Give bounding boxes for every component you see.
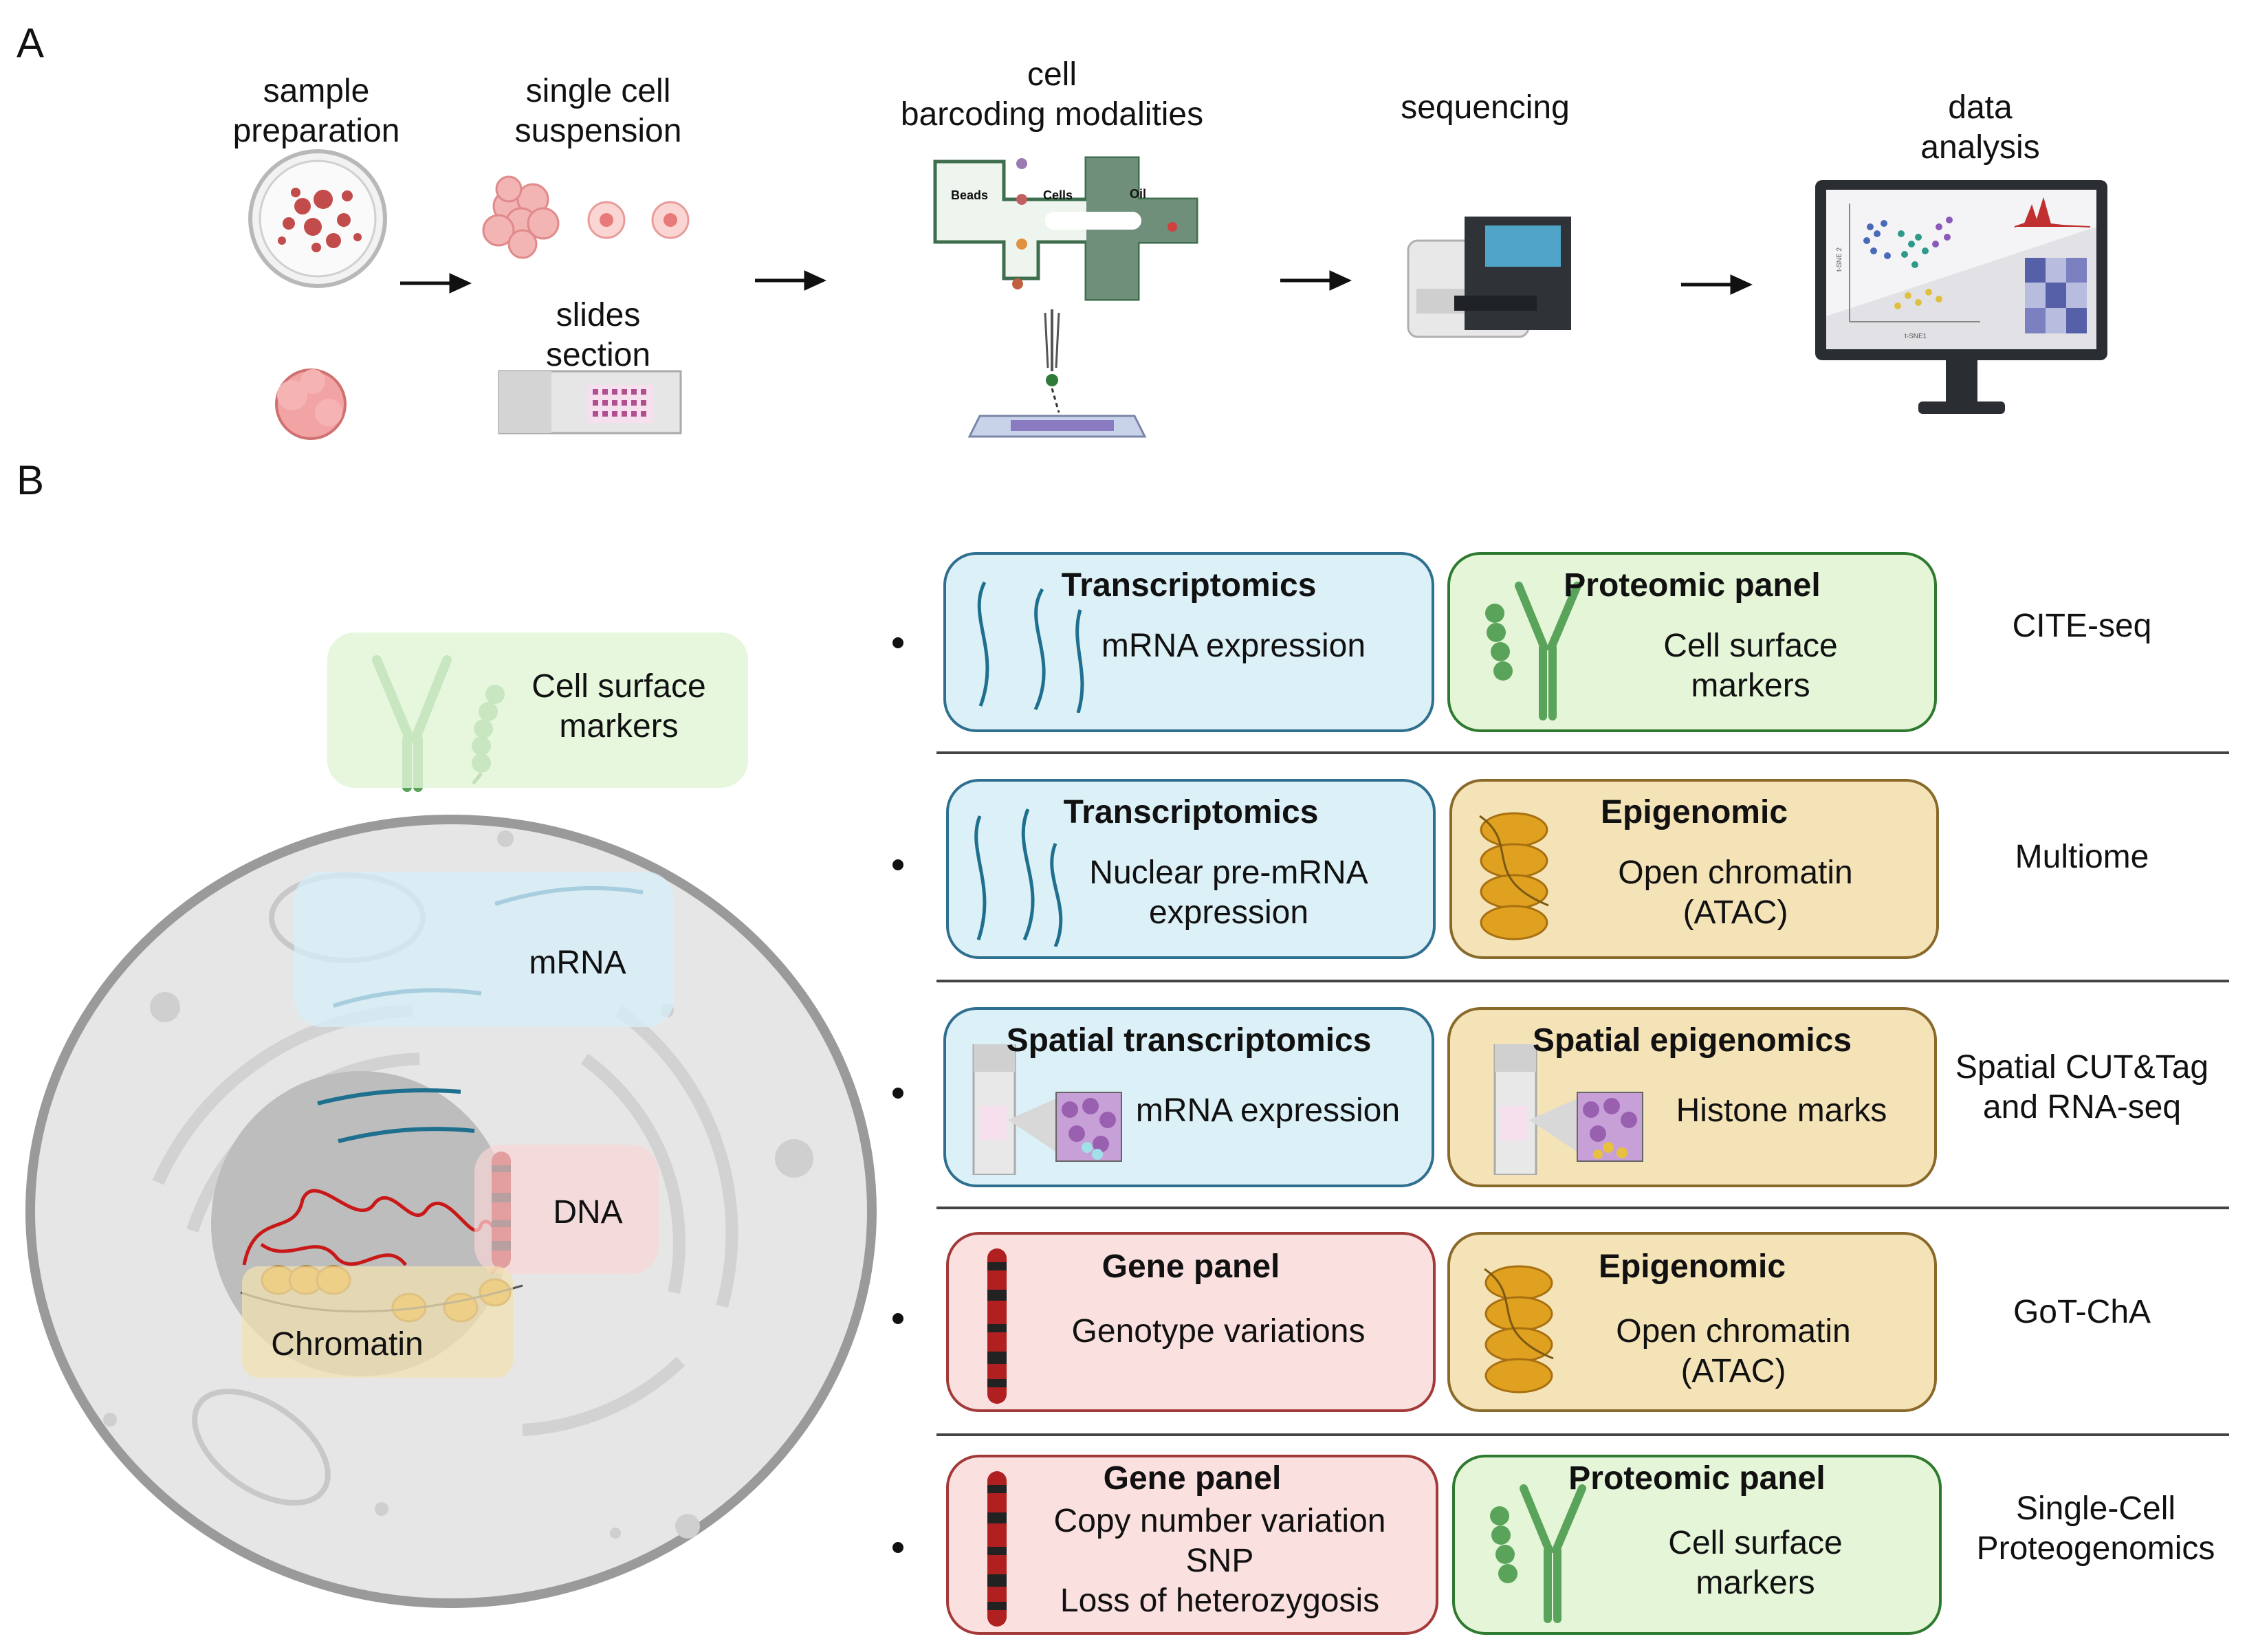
row5-right-title: Proteomic panel [1568, 1460, 1826, 1497]
tsne1-label: t-SNE1 [1905, 333, 1927, 340]
row2-right-title: Epigenomic [1600, 794, 1788, 830]
row1-left-desc: mRNA expression [1101, 628, 1366, 664]
surface-markers-label: Cell surface markers [531, 668, 706, 745]
row5-method: Single-Cell Proteogenomics [1976, 1490, 2215, 1567]
antibody-icon [1485, 582, 1581, 720]
row3-right-box: Spatial epigenomics Histone marks [1447, 1007, 1937, 1187]
tsne2-label: t-SNE 2 [1836, 247, 1843, 272]
monitor-icon: t-SNE1 t-SNE 2 [1815, 180, 2107, 414]
dna-label: DNA [553, 1194, 623, 1231]
nucleosome-stack-icon [1484, 1265, 1554, 1394]
row1-right-box: Proteomic panel Cell surface markers [1447, 552, 1937, 732]
panel-label-a: A [17, 20, 45, 66]
tissue-icon [275, 368, 347, 440]
row4-right-box: Epigenomic Open chromatin (ATAC) [1447, 1232, 1937, 1412]
dna-overlay [474, 1145, 659, 1274]
row2-left-desc: Nuclear pre-mRNA expression [1089, 855, 1368, 931]
row1-right-title: Proteomic panel [1564, 567, 1821, 604]
barcoding-label: cell barcoding modalities [900, 56, 1204, 133]
single-cell-icons [587, 201, 690, 239]
surface-markers-overlay [327, 632, 748, 788]
row-bullet [892, 1542, 903, 1553]
row-bullet [892, 859, 903, 870]
row1-left-title: Transcriptomics [1061, 567, 1317, 604]
mrna-label: mRNA [529, 945, 626, 981]
chromosome-icon [987, 1471, 1007, 1627]
row5-right-box: Proteomic panel Cell surface markers [1452, 1455, 1942, 1635]
mrna-overlay [294, 872, 674, 1027]
row1-method: CITE-seq [2012, 608, 2152, 644]
row-bullet [892, 1088, 903, 1099]
data-analysis-label: data analysis [1920, 89, 2040, 166]
row3-left-title: Spatial transcriptomics [1006, 1022, 1372, 1059]
row5-left-title: Gene panel [1103, 1460, 1282, 1497]
slides-section-label: slides section [545, 297, 651, 373]
plate-icon [967, 309, 1147, 438]
row5-right-desc: Cell surface markers [1668, 1525, 1843, 1601]
cells-label: Cells [1043, 188, 1073, 202]
row-bullet [892, 637, 903, 648]
rna-strand-icon [974, 808, 1063, 947]
row-separator [936, 1207, 2229, 1209]
row3-left-desc: mRNA expression [1135, 1092, 1401, 1129]
rna-strand-icon [977, 581, 1084, 713]
row4-method: GoT-ChA [2013, 1294, 2151, 1330]
antibody-icon [1490, 1484, 1586, 1623]
row5-left-box: Gene panel Copy number variation SNP Los… [946, 1455, 1438, 1635]
microfluidic-chip-icon: Beads Cells Oil [933, 156, 1198, 301]
slide-icon [498, 370, 682, 434]
row4-right-title: Epigenomic [1598, 1248, 1786, 1285]
slide-tissue-icon [972, 1044, 1122, 1175]
row1-right-desc: Cell surface markers [1663, 628, 1838, 704]
workflow-arrows [400, 270, 1753, 295]
row2-right-desc: Open chromatin (ATAC) [1618, 855, 1853, 931]
row2-left-title: Transcriptomics [1063, 794, 1319, 830]
row3-left-box: Spatial transcriptomics mRNA expression [943, 1007, 1434, 1187]
single-cell-suspension-label: single cell suspension [514, 73, 682, 149]
slide-tissue-icon [1493, 1044, 1643, 1175]
workflow-illustrations: Beads Cells Oil t-SNE1 [248, 149, 2107, 440]
sample-preparation-label: sample preparation [232, 73, 400, 149]
chromatin-label: Chromatin [271, 1326, 424, 1363]
row2-right-box: Epigenomic Open chromatin (ATAC) [1449, 779, 1939, 959]
row2-left-box: Transcriptomics Nuclear pre-mRNA express… [946, 779, 1436, 959]
row2-method: Multiome [2015, 839, 2149, 875]
cell-cluster-icon [482, 175, 560, 259]
oil-label: Oil [1130, 187, 1146, 201]
row4-left-title: Gene panel [1101, 1248, 1280, 1285]
chromosome-icon [987, 1248, 1007, 1404]
nucleosome-stack-icon [1479, 812, 1549, 940]
panel-label-b: B [17, 457, 45, 503]
petri-dish-icon [248, 149, 387, 288]
row3-right-title: Spatial epigenomics [1532, 1022, 1852, 1059]
row-bullet [892, 1313, 903, 1324]
row4-right-desc: Open chromatin (ATAC) [1616, 1313, 1851, 1389]
row-separator [936, 751, 2229, 754]
row1-left-box: Transcriptomics mRNA expression [943, 552, 1434, 732]
row5-left-desc: Copy number variation SNP Loss of hetero… [1053, 1503, 1386, 1619]
chromatin-overlay [242, 1266, 513, 1378]
beads-label: Beads [951, 188, 988, 202]
row-separator [936, 980, 2229, 982]
sequencing-label: sequencing [1401, 89, 1570, 126]
row3-right-desc: Histone marks [1676, 1092, 1887, 1129]
row4-left-desc: Genotype variations [1071, 1313, 1366, 1350]
row-separator [936, 1433, 2229, 1436]
row4-left-box: Gene panel Genotype variations [946, 1232, 1436, 1412]
sequencer-icon [1407, 217, 1571, 338]
row3-method: Spatial CUT&Tag and RNA-seq [1955, 1049, 2209, 1125]
